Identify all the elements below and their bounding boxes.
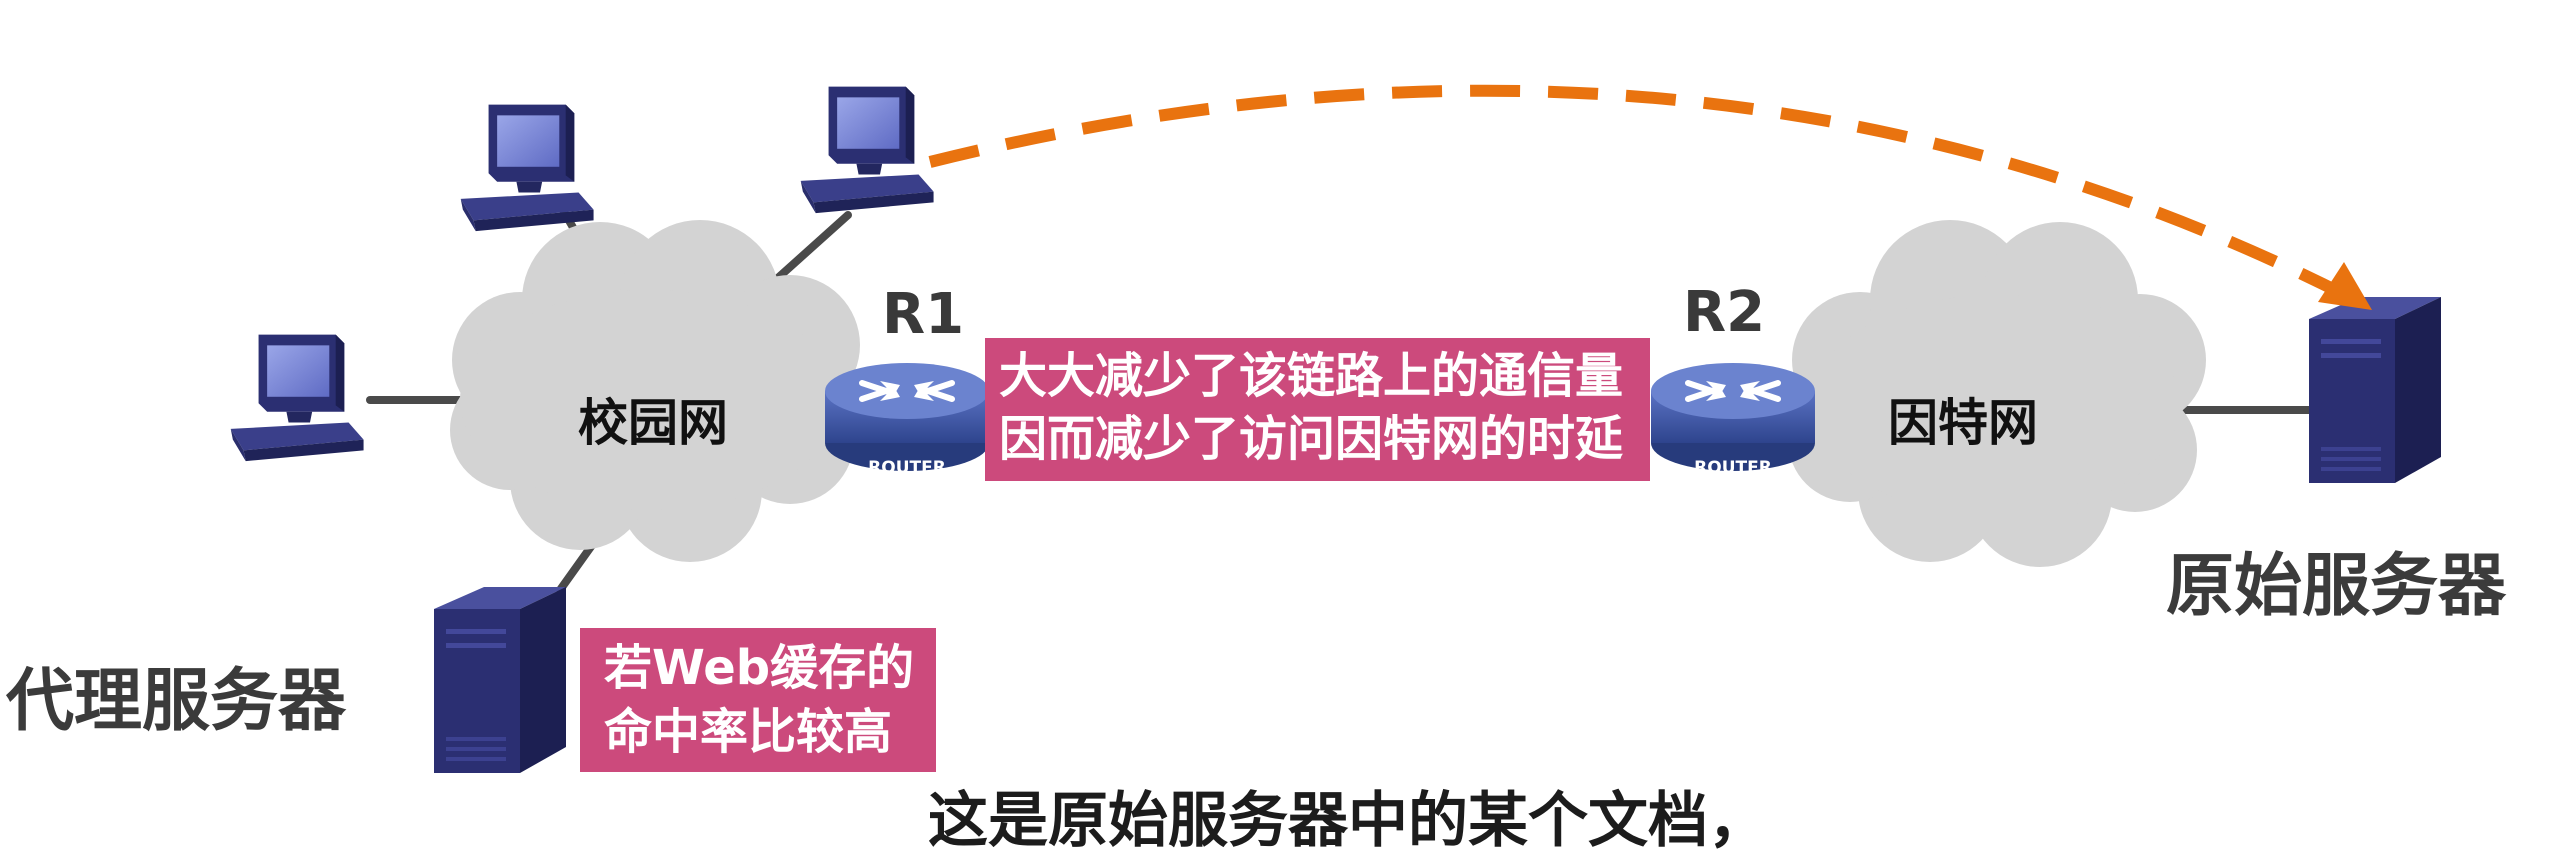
video-subtitle: 这是原始服务器中的某个文档， — [928, 786, 1768, 856]
router-r2-icon — [1651, 363, 1815, 471]
network-diagram: ROUTER ROUTER — [230, 84, 2441, 773]
router-r2-badge: ROUTER — [1694, 458, 1772, 478]
internet-cloud — [1788, 220, 2206, 567]
campus-network-label: 校园网 — [578, 394, 728, 452]
pc-icon — [460, 104, 594, 232]
callout-line: 若Web缓存的 — [604, 640, 915, 696]
link-pc2-campus — [766, 211, 852, 289]
campus-cloud — [450, 220, 860, 562]
origin-server-icon — [2309, 297, 2441, 483]
callout-line: 因而减少了访问因特网的时延 — [999, 411, 1624, 467]
request-arrowhead-icon — [2318, 262, 2372, 310]
link-traffic-callout: 大大减少了该链路上的通信量 因而减少了访问因特网的时延 — [985, 338, 1650, 481]
router-r1-badge: ROUTER — [868, 458, 946, 478]
router-r1-icon — [825, 363, 989, 471]
pc-icon — [800, 86, 934, 214]
pc-icon — [230, 334, 364, 462]
request-arrow — [928, 84, 2348, 301]
origin-server-label: 原始服务器 — [2166, 547, 2507, 626]
internet-label: 因特网 — [1888, 394, 2038, 452]
router-r2-label: R2 — [1683, 280, 1766, 345]
callout-line: 大大减少了该链路上的通信量 — [999, 348, 1624, 404]
proxy-server-icon — [434, 587, 566, 773]
callout-line: 命中率比较高 — [604, 704, 893, 760]
router-r1-label: R1 — [882, 282, 965, 347]
cache-hit-callout: 若Web缓存的 命中率比较高 — [580, 628, 936, 772]
proxy-server-label: 代理服务器 — [6, 662, 347, 741]
